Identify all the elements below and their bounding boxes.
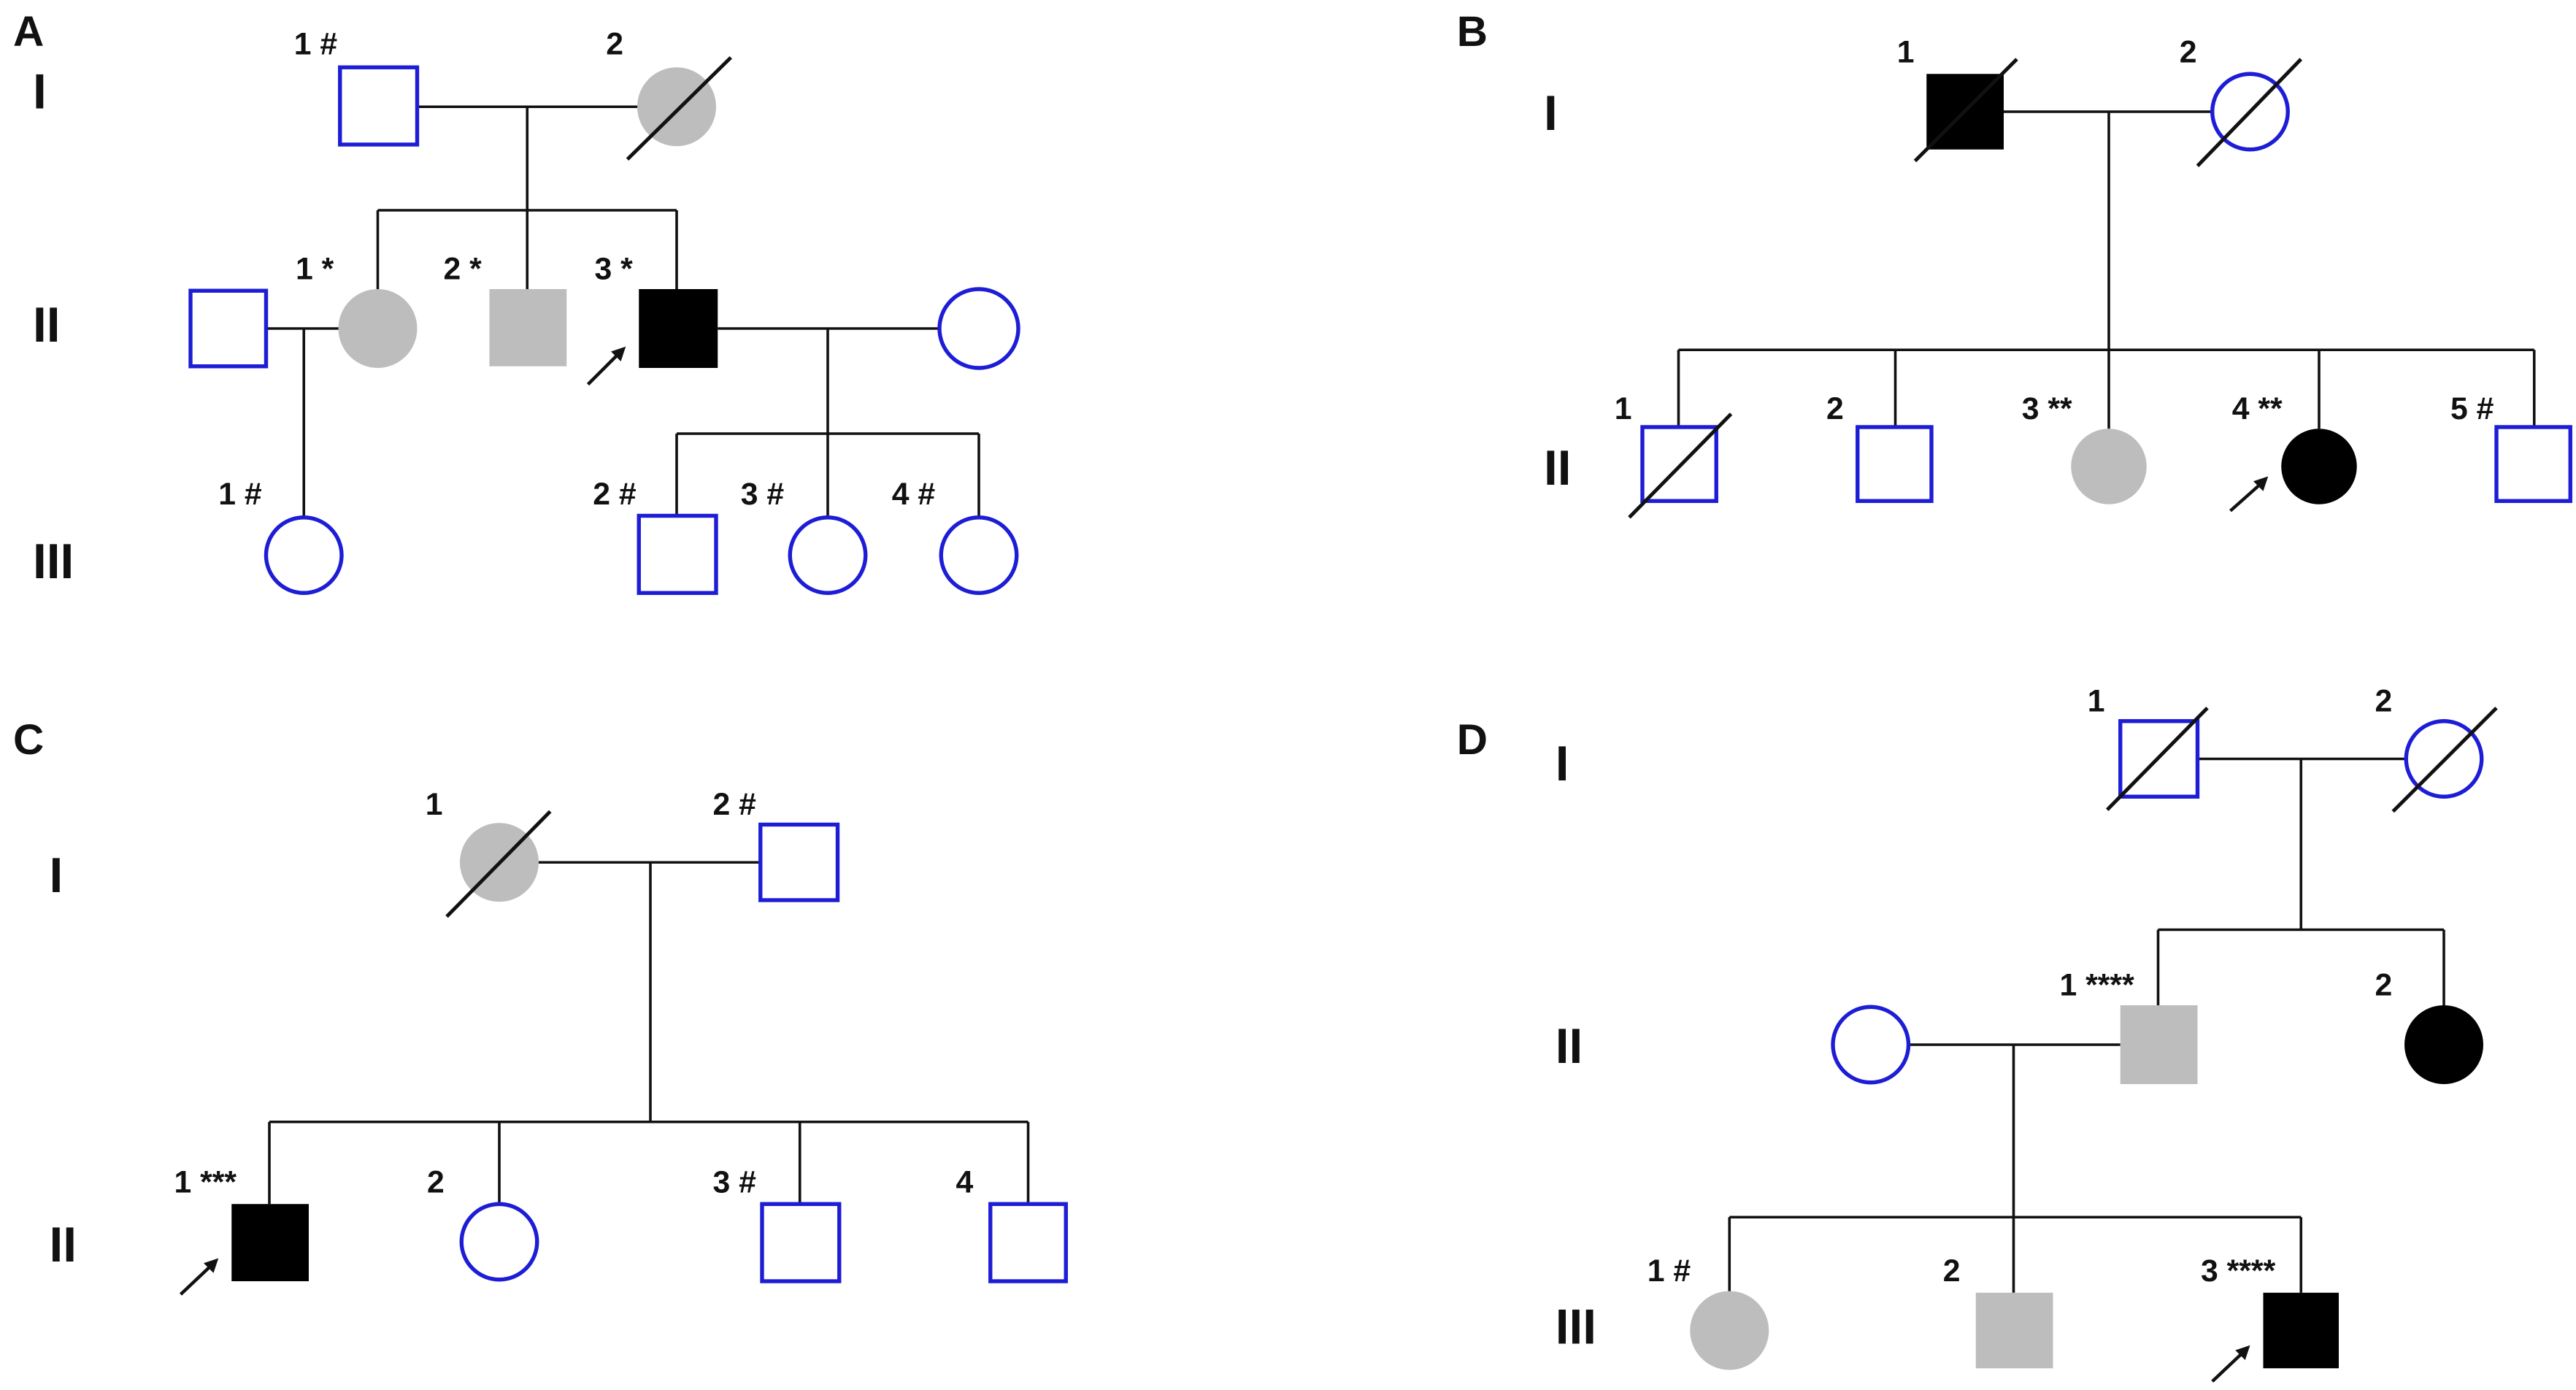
panel-a-iii1-female-unaffected [264, 515, 344, 595]
panel-a-proband-arrow [586, 346, 626, 386]
panel-a-label-iii3: 3 # [741, 477, 785, 512]
panel-b-label-ii5: 5 # [2450, 391, 2494, 426]
panel-b-label-ii4: 4 ** [2232, 391, 2283, 426]
panel-d-label-i1: 1 [2088, 683, 2105, 718]
panel-a-gen-1: I [33, 65, 47, 120]
panel-c-i2-male-unaffected [758, 822, 840, 902]
panel-a-i2-female-carrier-deceased [637, 67, 716, 147]
panel-a-label-iii4: 4 # [892, 477, 936, 512]
panel-b-gen-1: I [1544, 86, 1558, 141]
panel-d-label-iii1: 1 # [1648, 1253, 1691, 1289]
panel-c-label-ii4: 4 [956, 1165, 974, 1200]
panel-d-ii-spouse-female [1831, 1005, 1911, 1085]
panel-d-iii1-female-carrier [1690, 1291, 1769, 1370]
panel-a-label-ii2: 2 * [444, 252, 482, 287]
panel-c-label-ii1: 1 *** [174, 1165, 237, 1200]
panel-d-gen-3: III [1556, 1300, 1596, 1355]
panel-b-gen-2: II [1544, 441, 1572, 496]
panel-b-proband-arrow [2229, 476, 2269, 512]
panel-b-i1-deceased-mark [1913, 58, 2018, 163]
panel-a-label: A [13, 8, 44, 55]
panel-b-label-ii1: 1 [1615, 391, 1632, 426]
panel-a-label-iii2: 2 # [593, 477, 637, 512]
panel-d-label-ii2: 2 [2375, 968, 2393, 1003]
panel-a-gen-3: III [33, 534, 74, 589]
panel-d-lines [1728, 757, 2445, 1293]
panel-c-label-ii3: 3 # [713, 1165, 757, 1200]
panel-a-label-iii1: 1 # [218, 477, 262, 512]
panel-b-label-ii2: 2 [1826, 391, 1844, 426]
panel-d-iii2-male-carrier [1975, 1292, 2053, 1369]
panel-b: B I II 1 2 1 2 3 ** 4 * [1457, 8, 2572, 519]
panel-b-label-i1: 1 [1897, 35, 1915, 70]
panel-d-proband-arrow [2211, 1345, 2250, 1383]
panel-d-gen-1: I [1556, 737, 1569, 791]
panel-b-ii3-female-carrier [2071, 429, 2147, 504]
panel-a-i2-deceased-mark [626, 55, 732, 161]
panel-a-label-i2: 2 [606, 26, 623, 61]
panel-c-ii2-female-unaffected [459, 1202, 539, 1282]
panel-b-lines [1677, 110, 2536, 429]
panel-c-gen-2: II [50, 1218, 77, 1272]
panel-a-gen-2: II [33, 298, 61, 353]
panel-d-label-iii2: 2 [1943, 1253, 1961, 1289]
panel-a-iii2-male-unaffected [637, 513, 718, 595]
panel-c-ii4-male-unaffected [988, 1202, 1068, 1283]
panel-d-ii2-female-affected [2404, 1005, 2483, 1084]
panel-b-label: B [1457, 8, 1488, 55]
panel-d-ii1-male-carrier [2120, 1005, 2198, 1084]
panel-a-ii2-male-carrier [489, 289, 567, 366]
panel-b-ii1-deceased-mark [1628, 412, 1733, 519]
panel-d-iii3-male-affected [2263, 1292, 2339, 1369]
panel-d-i2-deceased-mark [2391, 706, 2498, 813]
panel-c-label-ii2: 2 [427, 1165, 445, 1200]
panel-c-ii1-male-affected [231, 1204, 309, 1281]
panel-d-label-ii1: 1 **** [2060, 968, 2135, 1003]
panel-a-ii3-male-affected [639, 289, 718, 368]
panel-c-lines [268, 861, 1030, 1205]
panel-a-label-ii3: 3 * [595, 252, 634, 287]
panel-c-label-i1: 1 [426, 787, 443, 822]
panel-c-gen-1: I [50, 848, 64, 903]
panel-d-label: D [1457, 716, 1488, 764]
panel-a-label-ii1: 1 * [296, 252, 334, 287]
panel-b-ii4-female-affected [2281, 429, 2357, 504]
panel-c-label: C [13, 716, 44, 764]
panel-d: D I II III 1 [1457, 683, 2498, 1383]
panel-c: C I II 1 2 # 1 *** 2 3 # 4 [13, 716, 1068, 1296]
panel-c-proband-arrow [179, 1258, 219, 1296]
panel-d-label-i2: 2 [2375, 683, 2393, 718]
panel-a-lines [266, 105, 980, 519]
panel-a-ii-spouse-male [188, 288, 269, 369]
panel-a-iii3-female-unaffected [788, 515, 868, 595]
panel-d-label-iii3: 3 **** [2201, 1253, 2276, 1289]
panel-a-iii4-female-unaffected [939, 515, 1019, 595]
panel-a-i1-male-unaffected [338, 65, 420, 147]
panel-c-label-i2: 2 # [713, 787, 757, 822]
panel-b-label-i2: 2 [2180, 35, 2197, 70]
panel-b-ii5-male-unaffected [2494, 425, 2572, 503]
panel-a: A I II III [13, 8, 1020, 595]
panel-b-ii2-male-unaffected [1856, 425, 1934, 503]
panel-a-label-i1: 1 # [294, 26, 338, 61]
panel-b-label-ii3: 3 ** [2022, 391, 2072, 426]
panel-d-gen-2: II [1556, 1019, 1583, 1074]
panel-a-ii1-female-carrier [338, 289, 418, 368]
panel-b-i2-deceased-mark [2196, 58, 2303, 167]
panel-c-i1-deceased-mark [445, 810, 552, 918]
panel-d-i1-deceased-mark [2105, 707, 2209, 811]
panel-a-ii-spouse-female [937, 287, 1020, 370]
panel-c-ii3-male-unaffected [760, 1202, 842, 1283]
